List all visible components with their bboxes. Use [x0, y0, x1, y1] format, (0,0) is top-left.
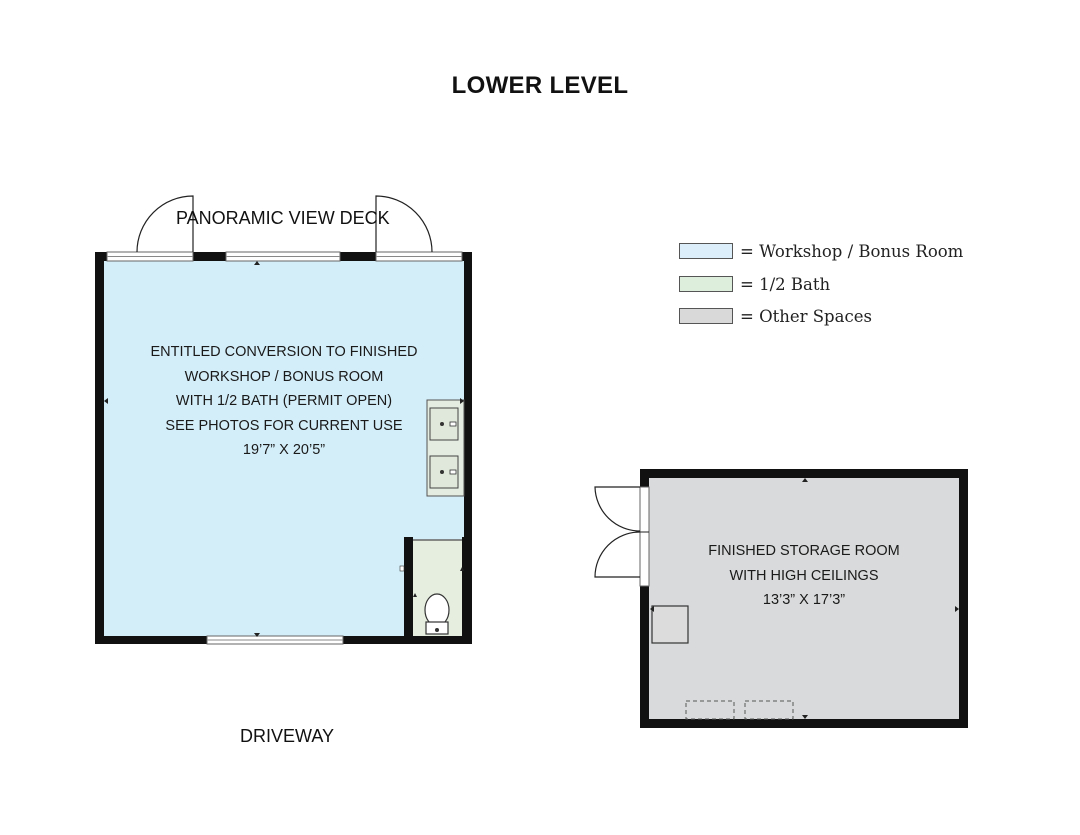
- storage-room-label: FINISHED STORAGE ROOM WITH HIGH CEILINGS…: [649, 539, 959, 613]
- legend-swatch-workshop: [679, 243, 733, 259]
- legend-swatch-bath: [679, 276, 733, 292]
- storage-label-line-3: 13’3” X 17’3”: [762, 592, 846, 608]
- storage-appliance: [651, 605, 689, 644]
- workshop-label-line-1: ENTITLED CONVERSION TO FINISHED: [150, 344, 418, 360]
- legend-label-workshop: = Workshop / Bonus Room: [740, 241, 964, 261]
- storage-floor: [649, 478, 959, 719]
- storage-door-swing-top: [594, 486, 641, 532]
- storage-cabinet-1: [685, 700, 735, 720]
- workshop-label-line-4: SEE PHOTOS FOR CURRENT USE: [165, 417, 403, 434]
- workshop-label-line-2: WORKSHOP / BONUS ROOM: [184, 368, 384, 385]
- deck-label: PANORAMIC VIEW DECK: [176, 208, 390, 228]
- legend-swatch-other: [679, 308, 733, 324]
- half-bath: [399, 537, 472, 644]
- workshop-room: [95, 195, 472, 645]
- legend-item-workshop: = Workshop / Bonus Room: [679, 241, 963, 261]
- workshop-label-line-3: WITH 1/2 BATH (PERMIT OPEN): [175, 393, 393, 409]
- deck-door-right-swing: [375, 195, 433, 253]
- deck-door-left-swing: [136, 195, 194, 253]
- driveway-label: DRIVEWAY: [240, 726, 335, 746]
- workshop-label-line-5: 19’7” X 20’5”: [242, 442, 326, 458]
- legend-item-other: = Other Spaces: [679, 306, 872, 326]
- legend-item-bath: = 1/2 Bath: [679, 274, 830, 294]
- storage-label-line-2: WITH HIGH CEILINGS: [729, 567, 879, 584]
- plan-title: LOWER LEVEL: [451, 72, 629, 99]
- storage-door-swing-bottom: [594, 531, 641, 578]
- legend-label-bath: = 1/2 Bath: [740, 274, 831, 294]
- toilet-bowl: [424, 593, 450, 627]
- storage-door-frame: [639, 486, 650, 587]
- workshop-room-label: ENTITLED CONVERSION TO FINISHED WORKSHOP…: [104, 340, 464, 463]
- storage-cabinet-2: [744, 700, 794, 720]
- legend-label-other: = Other Spaces: [740, 306, 872, 326]
- storage-room: [594, 469, 968, 728]
- double-sink-vanity: [426, 398, 465, 497]
- storage-label-line-1: FINISHED STORAGE ROOM: [708, 543, 900, 559]
